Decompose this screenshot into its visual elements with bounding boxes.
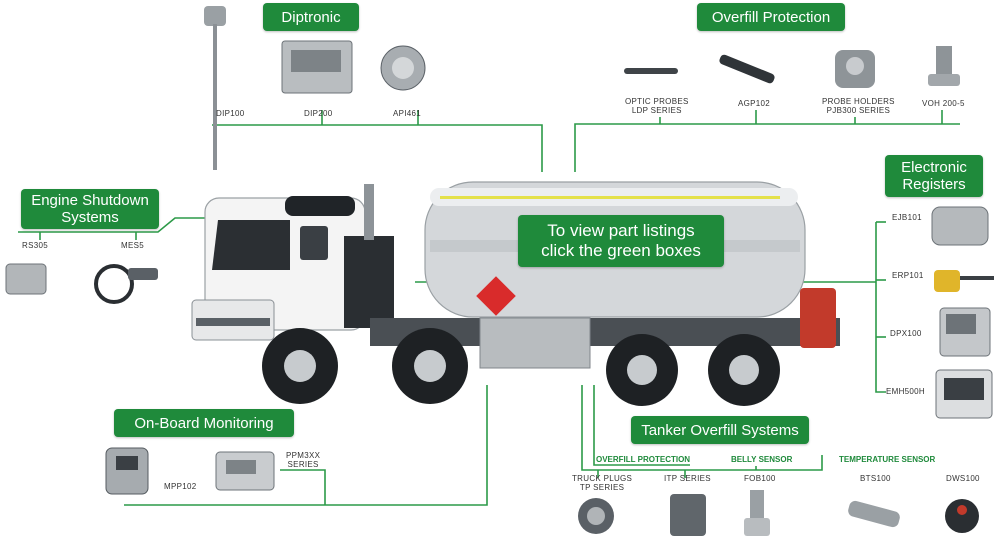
ejb101-image[interactable]	[930, 205, 990, 247]
electronic-registers-label-2: Registers	[902, 176, 966, 193]
agp102-label: AGP102	[738, 99, 771, 108]
ppm3xx-label: PPM3XX SERIES	[286, 451, 320, 469]
probe-holders-label: PROBE HOLDERS PJB300 SERIES	[822, 97, 895, 115]
dpx100-image[interactable]	[938, 306, 992, 358]
electronic-registers-label-1: Electronic	[901, 159, 967, 176]
probe-holders-label-1: PROBE HOLDERS	[822, 97, 895, 106]
dpx100-label: DPX100	[890, 329, 922, 338]
api461-sensor-image[interactable]	[373, 40, 437, 94]
on-board-monitoring-label: On-Board Monitoring	[134, 414, 274, 432]
truck-plug-image[interactable]	[572, 494, 622, 538]
optic-probes-label: OPTIC PROBES LDP SERIES	[625, 97, 689, 115]
on-board-monitoring-button[interactable]: On-Board Monitoring	[114, 409, 294, 437]
dip200-display-image[interactable]	[281, 40, 353, 94]
voh-image[interactable]	[926, 44, 962, 90]
electronic-registers-button[interactable]: Electronic Registers	[885, 155, 983, 197]
diptronic-button[interactable]: Diptronic	[263, 3, 359, 31]
voh-label: VOH 200-5	[922, 99, 965, 108]
subheading-overfill-protection: OVERFILL PROTECTION	[596, 455, 691, 464]
tanker-overfill-label: Tanker Overfill Systems	[641, 421, 799, 439]
subheading-belly-sensor: BELLY SENSOR	[731, 455, 793, 464]
itp-image[interactable]	[668, 492, 708, 538]
bts100-image[interactable]	[842, 498, 906, 534]
truck-plugs-label-2: TP SERIES	[579, 483, 625, 492]
ppm3xx-label-1: PPM3XX	[286, 451, 321, 460]
engine-shutdown-button[interactable]: Engine Shutdown Systems	[21, 189, 159, 229]
optic-probes-label-1: OPTIC PROBES	[625, 97, 689, 106]
dip200-label: DIP200	[304, 109, 333, 118]
optic-probe-image[interactable]	[622, 60, 680, 82]
mpp102-image[interactable]	[104, 446, 150, 496]
itp-label: ITP SERIES	[664, 474, 711, 483]
mpp102-label: MPP102	[164, 482, 197, 491]
emh500h-image[interactable]	[934, 368, 994, 420]
dws100-label: DWS100	[946, 474, 980, 483]
overfill-protection-button[interactable]: Overfill Protection	[697, 3, 845, 31]
truck-illustration	[191, 181, 840, 406]
bts100-label: BTS100	[860, 474, 891, 483]
optic-probes-label-2: LDP SERIES	[631, 106, 682, 115]
ppm3xx-label-2: SERIES	[287, 460, 319, 469]
dip100-label: DIP100	[216, 109, 245, 118]
engine-shutdown-label-2: Systems	[61, 209, 119, 226]
center-instructions: To view part listings click the green bo…	[518, 215, 724, 267]
truck-plugs-label: TRUCK PLUGS TP SERIES	[572, 474, 632, 492]
tanker-overfill-button[interactable]: Tanker Overfill Systems	[631, 416, 809, 444]
dip100-probe-image[interactable]	[200, 2, 230, 172]
emh500h-label: EMH500H	[886, 387, 926, 396]
center-instructions-line-2: click the green boxes	[541, 241, 701, 260]
center-instructions-line-1: To view part listings	[547, 221, 695, 240]
dws100-image[interactable]	[938, 494, 990, 538]
mes5-label: MES5	[121, 241, 144, 250]
engine-shutdown-label-1: Engine Shutdown	[31, 192, 149, 209]
overfill-protection-label: Overfill Protection	[711, 8, 831, 26]
subheading-temperature-sensor: TEMPERATURE SENSOR	[839, 455, 936, 464]
fob100-label: FOB100	[744, 474, 776, 483]
erp101-label: ERP101	[892, 271, 924, 280]
erp101-image[interactable]	[930, 262, 996, 298]
fob100-image[interactable]	[742, 488, 772, 540]
mes5-image[interactable]	[92, 254, 170, 308]
ejb101-label: EJB101	[892, 213, 922, 222]
probe-holders-label-2: PJB300 SERIES	[826, 106, 891, 115]
probe-holder-image[interactable]	[832, 44, 878, 92]
truck-plugs-label-1: TRUCK PLUGS	[572, 474, 633, 483]
rs305-image[interactable]	[2, 258, 56, 304]
api461-label: API461	[393, 109, 422, 118]
diptronic-label: Diptronic	[281, 8, 341, 26]
ppm3xx-image[interactable]	[214, 446, 276, 496]
rs305-label: RS305	[22, 241, 48, 250]
agp102-image[interactable]	[716, 50, 778, 88]
